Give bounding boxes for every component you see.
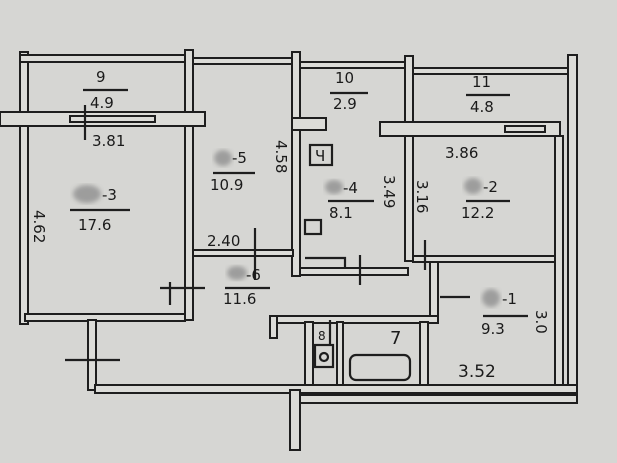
- dimension-label: 3.16: [413, 180, 431, 213]
- room-1: -1 9.3: [481, 289, 528, 338]
- room-9: 9 4.9: [83, 68, 128, 112]
- room-5: -5 10.9: [210, 149, 255, 194]
- room-number: -5: [232, 149, 247, 167]
- dimension-label: 3.81: [92, 132, 125, 150]
- room-number: 8: [318, 329, 326, 343]
- dimension-label: 3.49: [380, 175, 398, 208]
- room-area: 8.1: [329, 204, 353, 222]
- room-area: 17.6: [78, 216, 111, 234]
- kitchen-mark: Ч: [315, 147, 325, 165]
- room-10: 10 2.9: [330, 69, 368, 113]
- room-area: 2.9: [333, 95, 357, 113]
- dimension-label: 3.52: [458, 362, 496, 382]
- room-6: -6 11.6: [223, 266, 270, 308]
- dimension-label: 3.86: [445, 144, 478, 162]
- room-area: 10.9: [210, 176, 243, 194]
- room-area: 11.6: [223, 290, 256, 308]
- room-number: 9: [96, 68, 106, 86]
- dimensions: 3.81 4.62 4.58 2.40 3.49 3.16 3.86 3.0 3…: [30, 132, 550, 382]
- room-number: -6: [246, 266, 261, 284]
- room-4: Ч -4 8.1: [315, 147, 374, 222]
- room-number: -2: [483, 178, 498, 196]
- room-8: 8: [318, 329, 326, 343]
- dimension-label: 2.40: [207, 232, 240, 250]
- room-area: 4.8: [470, 98, 494, 116]
- room-number: 7: [390, 328, 401, 349]
- room-area: 4.9: [90, 94, 114, 112]
- room-number: 10: [335, 69, 354, 87]
- room-area: 12.2: [461, 204, 494, 222]
- room-area: 9.3: [481, 320, 505, 338]
- walls: [0, 49, 578, 451]
- dimension-ticks: [65, 105, 470, 362]
- room-number: -3: [102, 186, 117, 204]
- dimension-label: 4.58: [272, 140, 290, 173]
- room-number: -4: [343, 179, 358, 197]
- room-11: 11 4.8: [466, 73, 510, 116]
- dimension-label: 4.62: [30, 210, 48, 243]
- room-number: 11: [472, 73, 491, 91]
- dimension-label: 3.0: [532, 310, 550, 334]
- room-7: 7: [390, 328, 401, 349]
- room-number: -1: [502, 290, 517, 308]
- room-3: -3 17.6: [70, 185, 130, 234]
- room-2: -2 12.2: [461, 178, 510, 222]
